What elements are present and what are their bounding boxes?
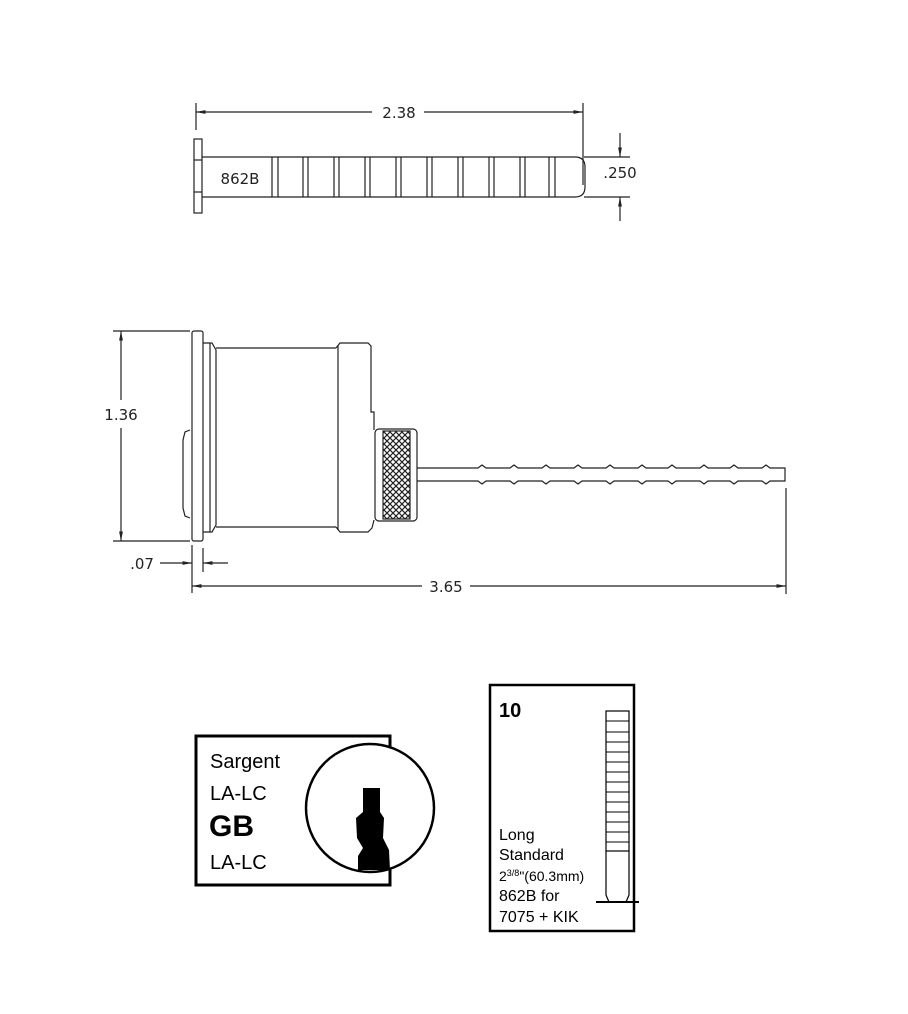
keyway-code: GB	[209, 810, 254, 843]
overall-length-label: 3.65	[429, 578, 462, 596]
length-dimension-label: 2.38	[382, 104, 415, 122]
keyway-line1: LA-LC	[210, 783, 267, 805]
cylinder-height-label: 1.36	[104, 406, 137, 424]
tailpiece-number: 10	[499, 700, 521, 722]
height-dimension-label: .250	[603, 164, 636, 182]
side-view	[113, 330, 787, 594]
brand-label: Sargent	[210, 751, 280, 773]
tailpiece-line1: Long	[499, 827, 535, 844]
top-view	[193, 103, 630, 221]
part-number-label: 862B	[221, 170, 260, 188]
tailpiece-size: 23/8"(60.3mm)	[499, 868, 584, 884]
tailpiece-line5: 7075 + KIK	[499, 909, 579, 926]
tailpiece-card	[488, 683, 639, 933]
tailpiece-line4: 862B for	[499, 888, 560, 905]
keyway-profile-icon	[356, 788, 390, 870]
keyway-line2: LA-LC	[210, 852, 267, 874]
flange-thickness-label: .07	[130, 555, 154, 573]
keyway-card	[194, 734, 436, 887]
tailpiece-line2: Standard	[499, 847, 564, 864]
